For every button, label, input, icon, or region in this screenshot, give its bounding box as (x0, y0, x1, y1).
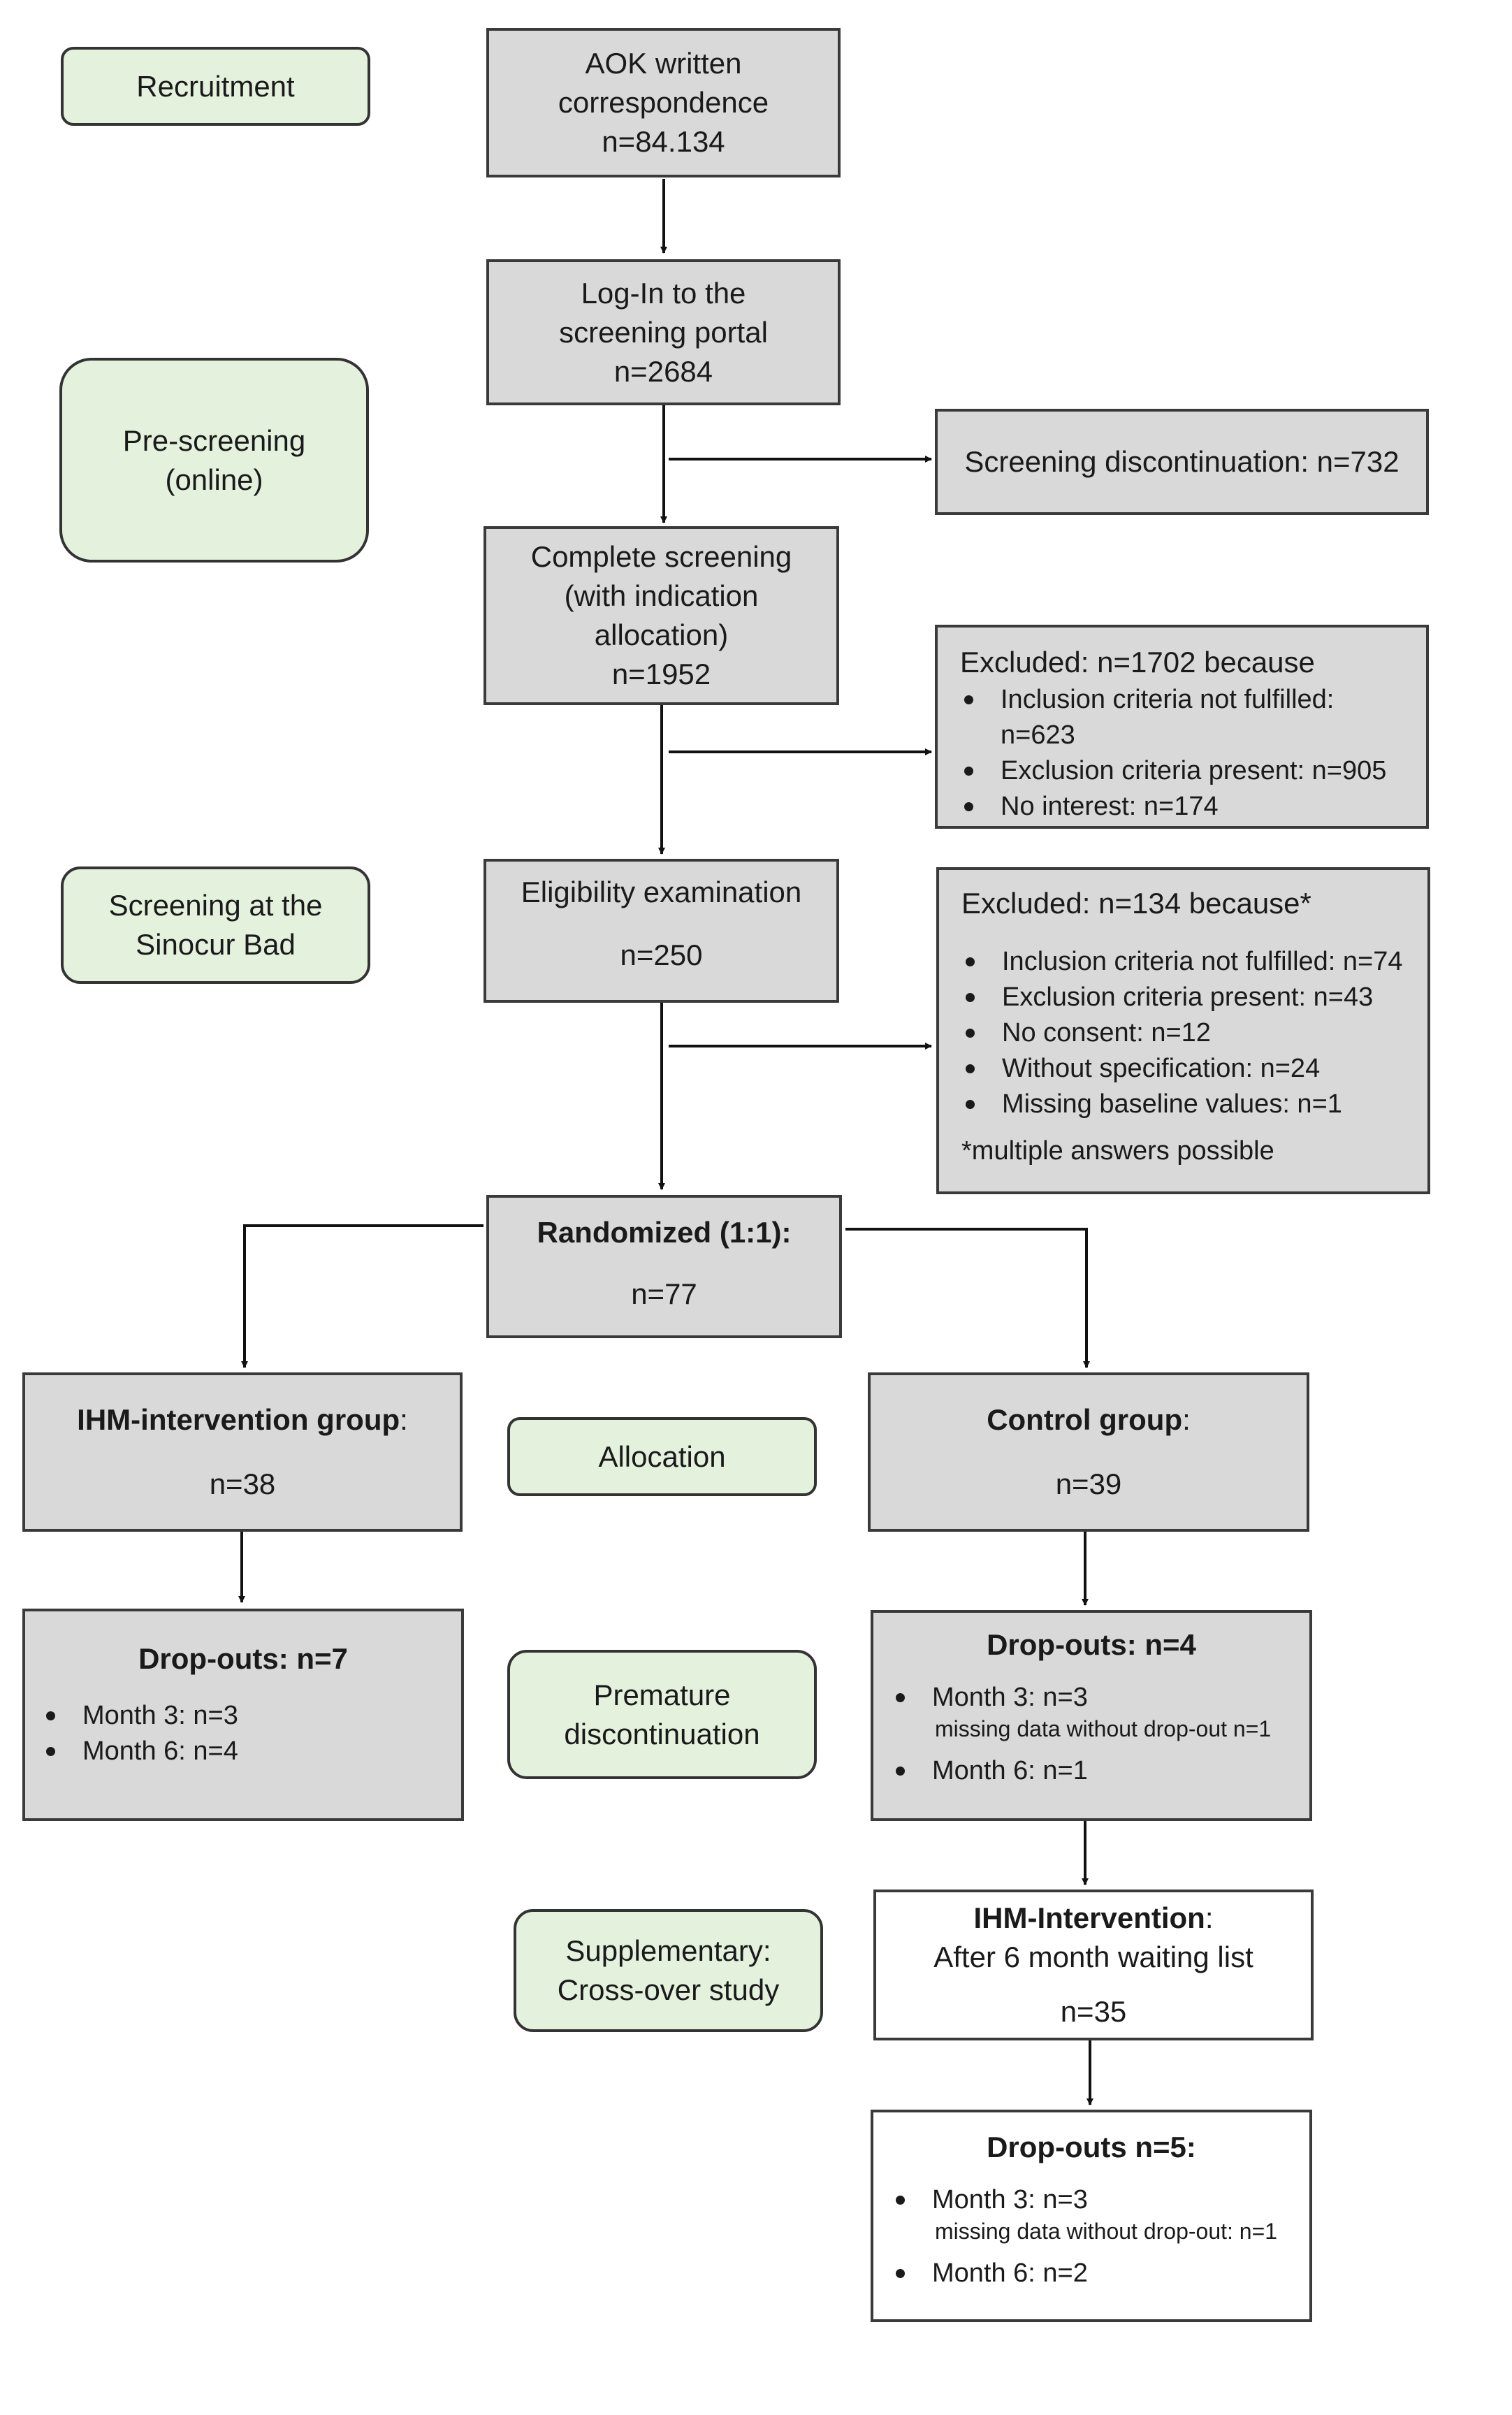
eligibility-count: n=250 (620, 938, 703, 971)
dropouts-ihm-title: Drop-outs: n=7 (138, 1642, 348, 1675)
control-group-count: n=39 (1055, 1467, 1122, 1500)
login-screening-box: Log-In to the screening portal n=2684 (486, 259, 841, 405)
ihm-intervention-line2: After 6 month waiting list (933, 1941, 1253, 1973)
complete-line3: allocation) (594, 618, 729, 651)
dropouts-control-item: Month 3: n=3 missing data without drop-o… (892, 1680, 1291, 1742)
complete-line1: Complete screening (530, 540, 792, 573)
dropouts-final-item: Month 3: n=3 missing data without drop-o… (892, 2182, 1291, 2244)
dropouts-control-title: Drop-outs: n=4 (987, 1628, 1196, 1661)
complete-line2: (with indication (564, 579, 759, 612)
dropouts-ihm-item: Month 3: n=3 (42, 1698, 444, 1734)
login-line1: Log-In to the (581, 276, 746, 310)
ihm-intervention-title: IHM-Intervention (973, 1901, 1205, 1934)
dropouts-ihm-list: Month 3: n=3 Month 6: n=4 (42, 1698, 444, 1769)
dropouts-control-missing-note: missing data without drop-out n=1 (935, 1716, 1272, 1741)
excluded1-item: No interest: n=174 (960, 789, 1404, 825)
excluded2-item: No consent: n=12 (961, 1015, 1403, 1051)
dropouts-ihm-item: Month 6: n=4 (42, 1734, 444, 1769)
excluded-1702-box: Excluded: n=1702 because Inclusion crite… (935, 625, 1429, 829)
arrow-randomized-to-control (845, 1228, 1090, 1368)
ihm-intervention-crossover-box: IHM-Intervention: After 6 month waiting … (873, 1890, 1314, 2040)
excluded1-list: Inclusion criteria not fulfilled: n=623 … (960, 682, 1404, 825)
excluded2-item: Without specification: n=24 (961, 1051, 1403, 1087)
excluded2-item: Missing baseline values: n=1 (961, 1087, 1403, 1122)
stage-screening: Screening at the Sinocur Bad (61, 866, 370, 984)
login-count: n=2684 (613, 354, 713, 388)
excluded2-list: Inclusion criteria not fulfilled: n=74 E… (961, 944, 1403, 1122)
stage-supplementary-line1: Supplementary: (565, 1934, 771, 1967)
arrow-randomized-to-ihm (241, 1224, 484, 1368)
discontinuation-label: Screening discontinuation: n=732 (964, 445, 1400, 478)
aok-correspondence-box: AOK written correspondence n=84.134 (486, 28, 841, 177)
dropouts-final-title: Drop-outs n=5: (987, 2131, 1196, 2163)
stage-prescreening: Pre-screening (online) (59, 358, 369, 563)
excluded-134-box: Excluded: n=134 because* Inclusion crite… (936, 867, 1430, 1194)
ihm-intervention-group-box: IHM-intervention group: n=38 (22, 1372, 463, 1532)
excluded1-item: Exclusion criteria present: n=905 (960, 753, 1404, 789)
excluded2-item: Exclusion criteria present: n=43 (961, 980, 1403, 1015)
dropouts-control-box: Drop-outs: n=4 Month 3: n=3 missing data… (871, 1610, 1312, 1821)
excluded2-note: *multiple answers possible (961, 1136, 1274, 1166)
dropouts-control-item: Month 6: n=1 (892, 1753, 1291, 1789)
dropouts-final-month3: Month 3: n=3 (932, 2185, 1088, 2214)
stage-premature-line2: discontinuation (564, 1717, 760, 1750)
excluded1-title: Excluded: n=1702 because (960, 646, 1315, 679)
excluded1-item: Inclusion criteria not fulfilled: n=623 (960, 682, 1404, 753)
eligibility-title: Eligibility examination (521, 876, 802, 908)
stage-prescreening-line1: Pre-screening (122, 423, 306, 457)
stage-premature-line1: Premature (593, 1678, 731, 1711)
stage-screening-line1: Screening at the (108, 889, 323, 922)
stage-recruitment: Recruitment (61, 47, 370, 126)
ihm-intervention-count: n=35 (1060, 1995, 1127, 2028)
aok-count: n=84.134 (602, 125, 725, 158)
aok-line2: correspondence (558, 86, 769, 119)
stage-prescreening-line2: (online) (165, 463, 263, 496)
dropouts-control-list: Month 3: n=3 missing data without drop-o… (892, 1680, 1291, 1789)
control-group-colon: : (1182, 1403, 1191, 1436)
dropouts-final-item: Month 6: n=2 (892, 2256, 1291, 2291)
eligibility-examination-box: Eligibility examination n=250 (484, 859, 839, 1003)
stage-allocation: Allocation (507, 1417, 817, 1496)
dropouts-final-list: Month 3: n=3 missing data without drop-o… (892, 2182, 1291, 2291)
control-group-box: Control group: n=39 (868, 1372, 1309, 1532)
randomized-box: Randomized (1:1): n=77 (486, 1195, 842, 1338)
ihm-group-title: IHM-intervention group (77, 1403, 400, 1436)
ihm-group-count: n=38 (209, 1467, 276, 1500)
dropouts-control-month3: Month 3: n=3 (932, 1683, 1088, 1712)
stage-recruitment-label: Recruitment (136, 69, 295, 103)
complete-screening-box: Complete screening (with indication allo… (484, 526, 839, 705)
screening-discontinuation-box: Screening discontinuation: n=732 (935, 409, 1429, 515)
ihm-group-colon: : (400, 1403, 408, 1436)
ihm-intervention-colon: : (1205, 1901, 1214, 1934)
aok-line1: AOK written (585, 47, 742, 80)
stage-supplementary: Supplementary: Cross-over study (514, 1909, 823, 2032)
randomized-title: Randomized (1:1): (537, 1216, 792, 1249)
randomized-count: n=77 (631, 1277, 697, 1310)
stage-supplementary-line2: Cross-over study (557, 1973, 780, 2006)
dropouts-final-missing-note: missing data without drop-out: n=1 (935, 2219, 1278, 2244)
stage-premature-discontinuation: Premature discontinuation (507, 1650, 817, 1779)
dropouts-ihm-box: Drop-outs: n=7 Month 3: n=3 Month 6: n=4 (22, 1609, 464, 1821)
complete-count: n=1952 (611, 658, 711, 690)
dropouts-final-box: Drop-outs n=5: Month 3: n=3 missing data… (871, 2110, 1312, 2322)
control-group-title: Control group (987, 1403, 1183, 1436)
excluded2-item: Inclusion criteria not fulfilled: n=74 (961, 944, 1403, 980)
login-line2: screening portal (559, 315, 768, 349)
excluded2-title: Excluded: n=134 because* (961, 887, 1311, 920)
stage-allocation-label: Allocation (598, 1439, 726, 1473)
stage-screening-line2: Sinocur Bad (136, 928, 296, 961)
